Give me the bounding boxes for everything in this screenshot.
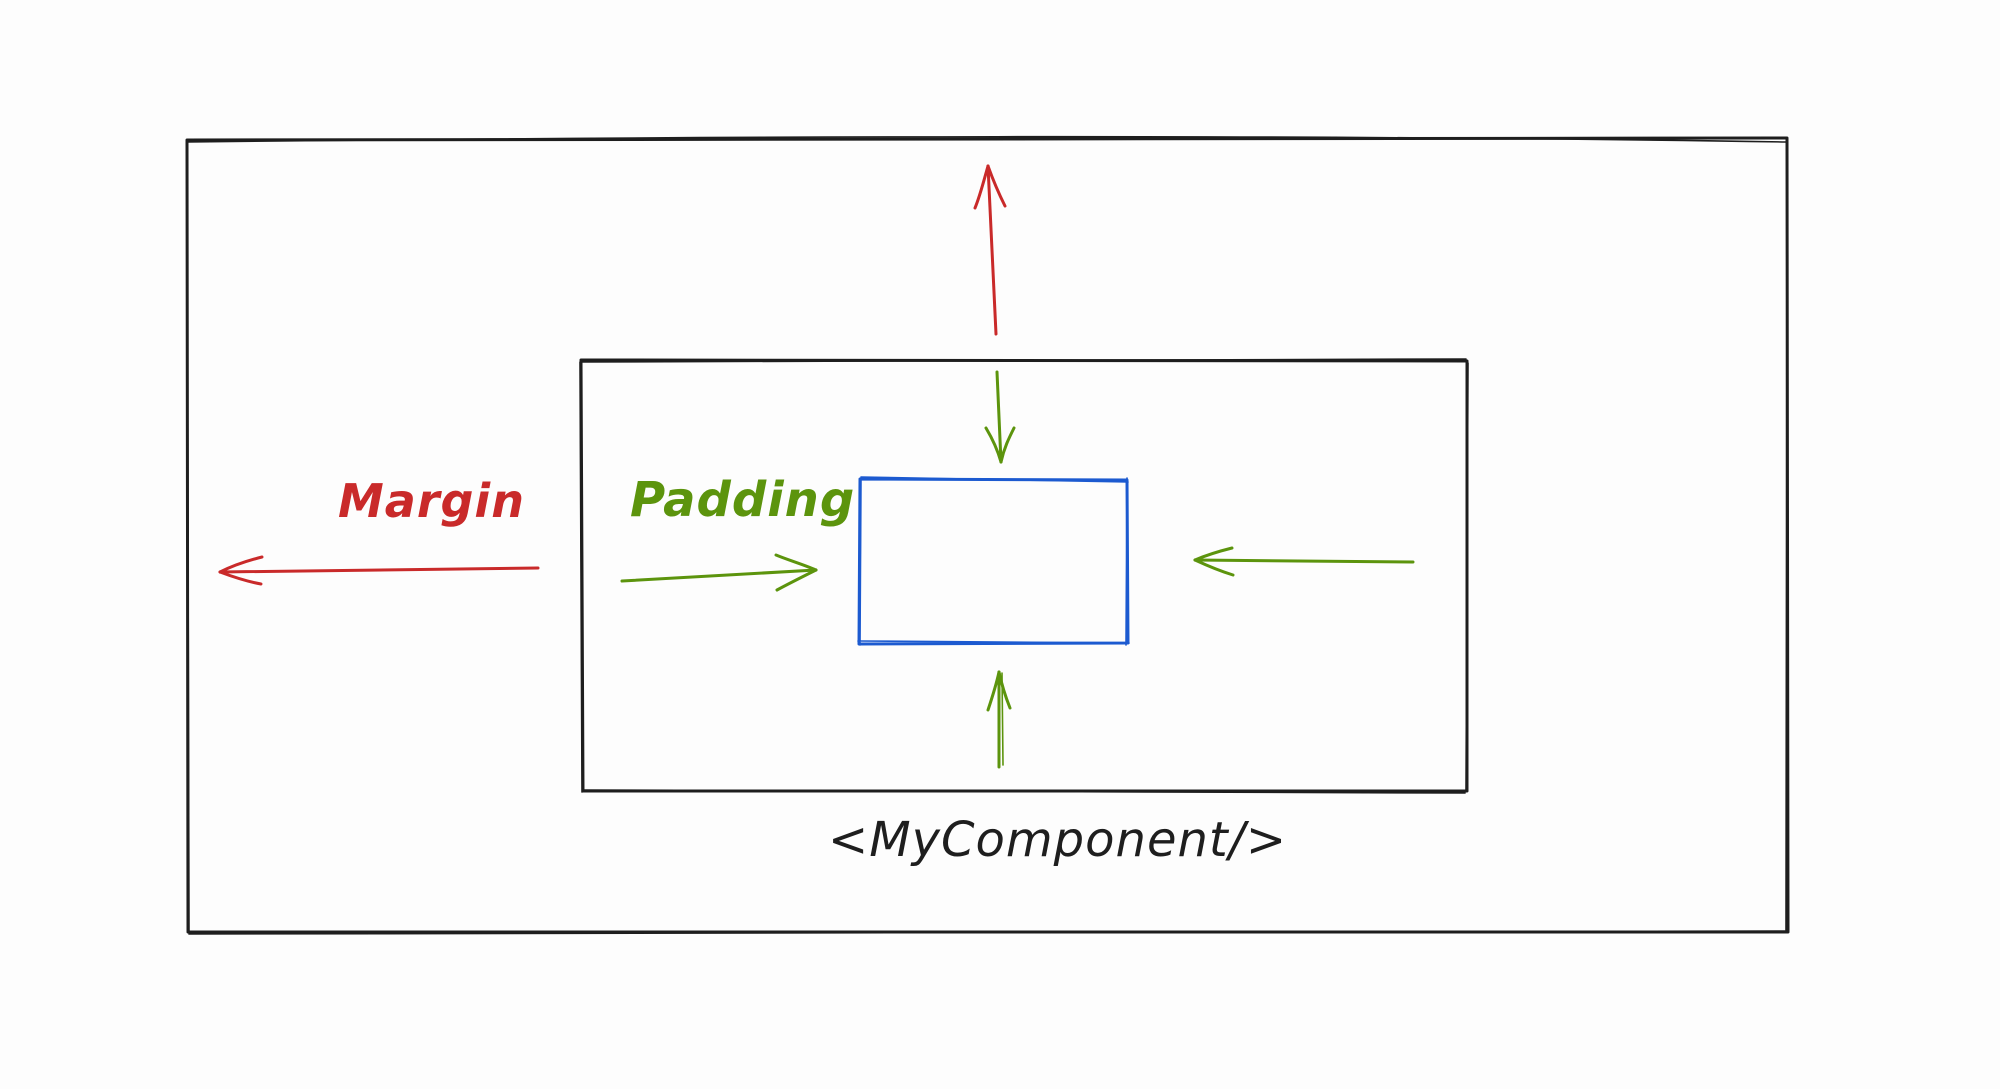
component-label: <MyComponent/>	[828, 812, 1288, 868]
component-box	[579, 358, 1469, 794]
margin-boundary-box	[185, 135, 1790, 935]
margin-arrow-up	[973, 164, 1007, 336]
content-box	[857, 476, 1130, 646]
padding-label: Padding	[630, 472, 856, 528]
padding-arrow-left	[1193, 546, 1415, 577]
padding-arrow-down	[984, 370, 1016, 464]
padding-arrow-up	[986, 670, 1012, 769]
margin-label: Margin	[338, 474, 525, 528]
margin-arrow-left	[218, 555, 540, 586]
padding-arrow-right	[620, 553, 818, 592]
